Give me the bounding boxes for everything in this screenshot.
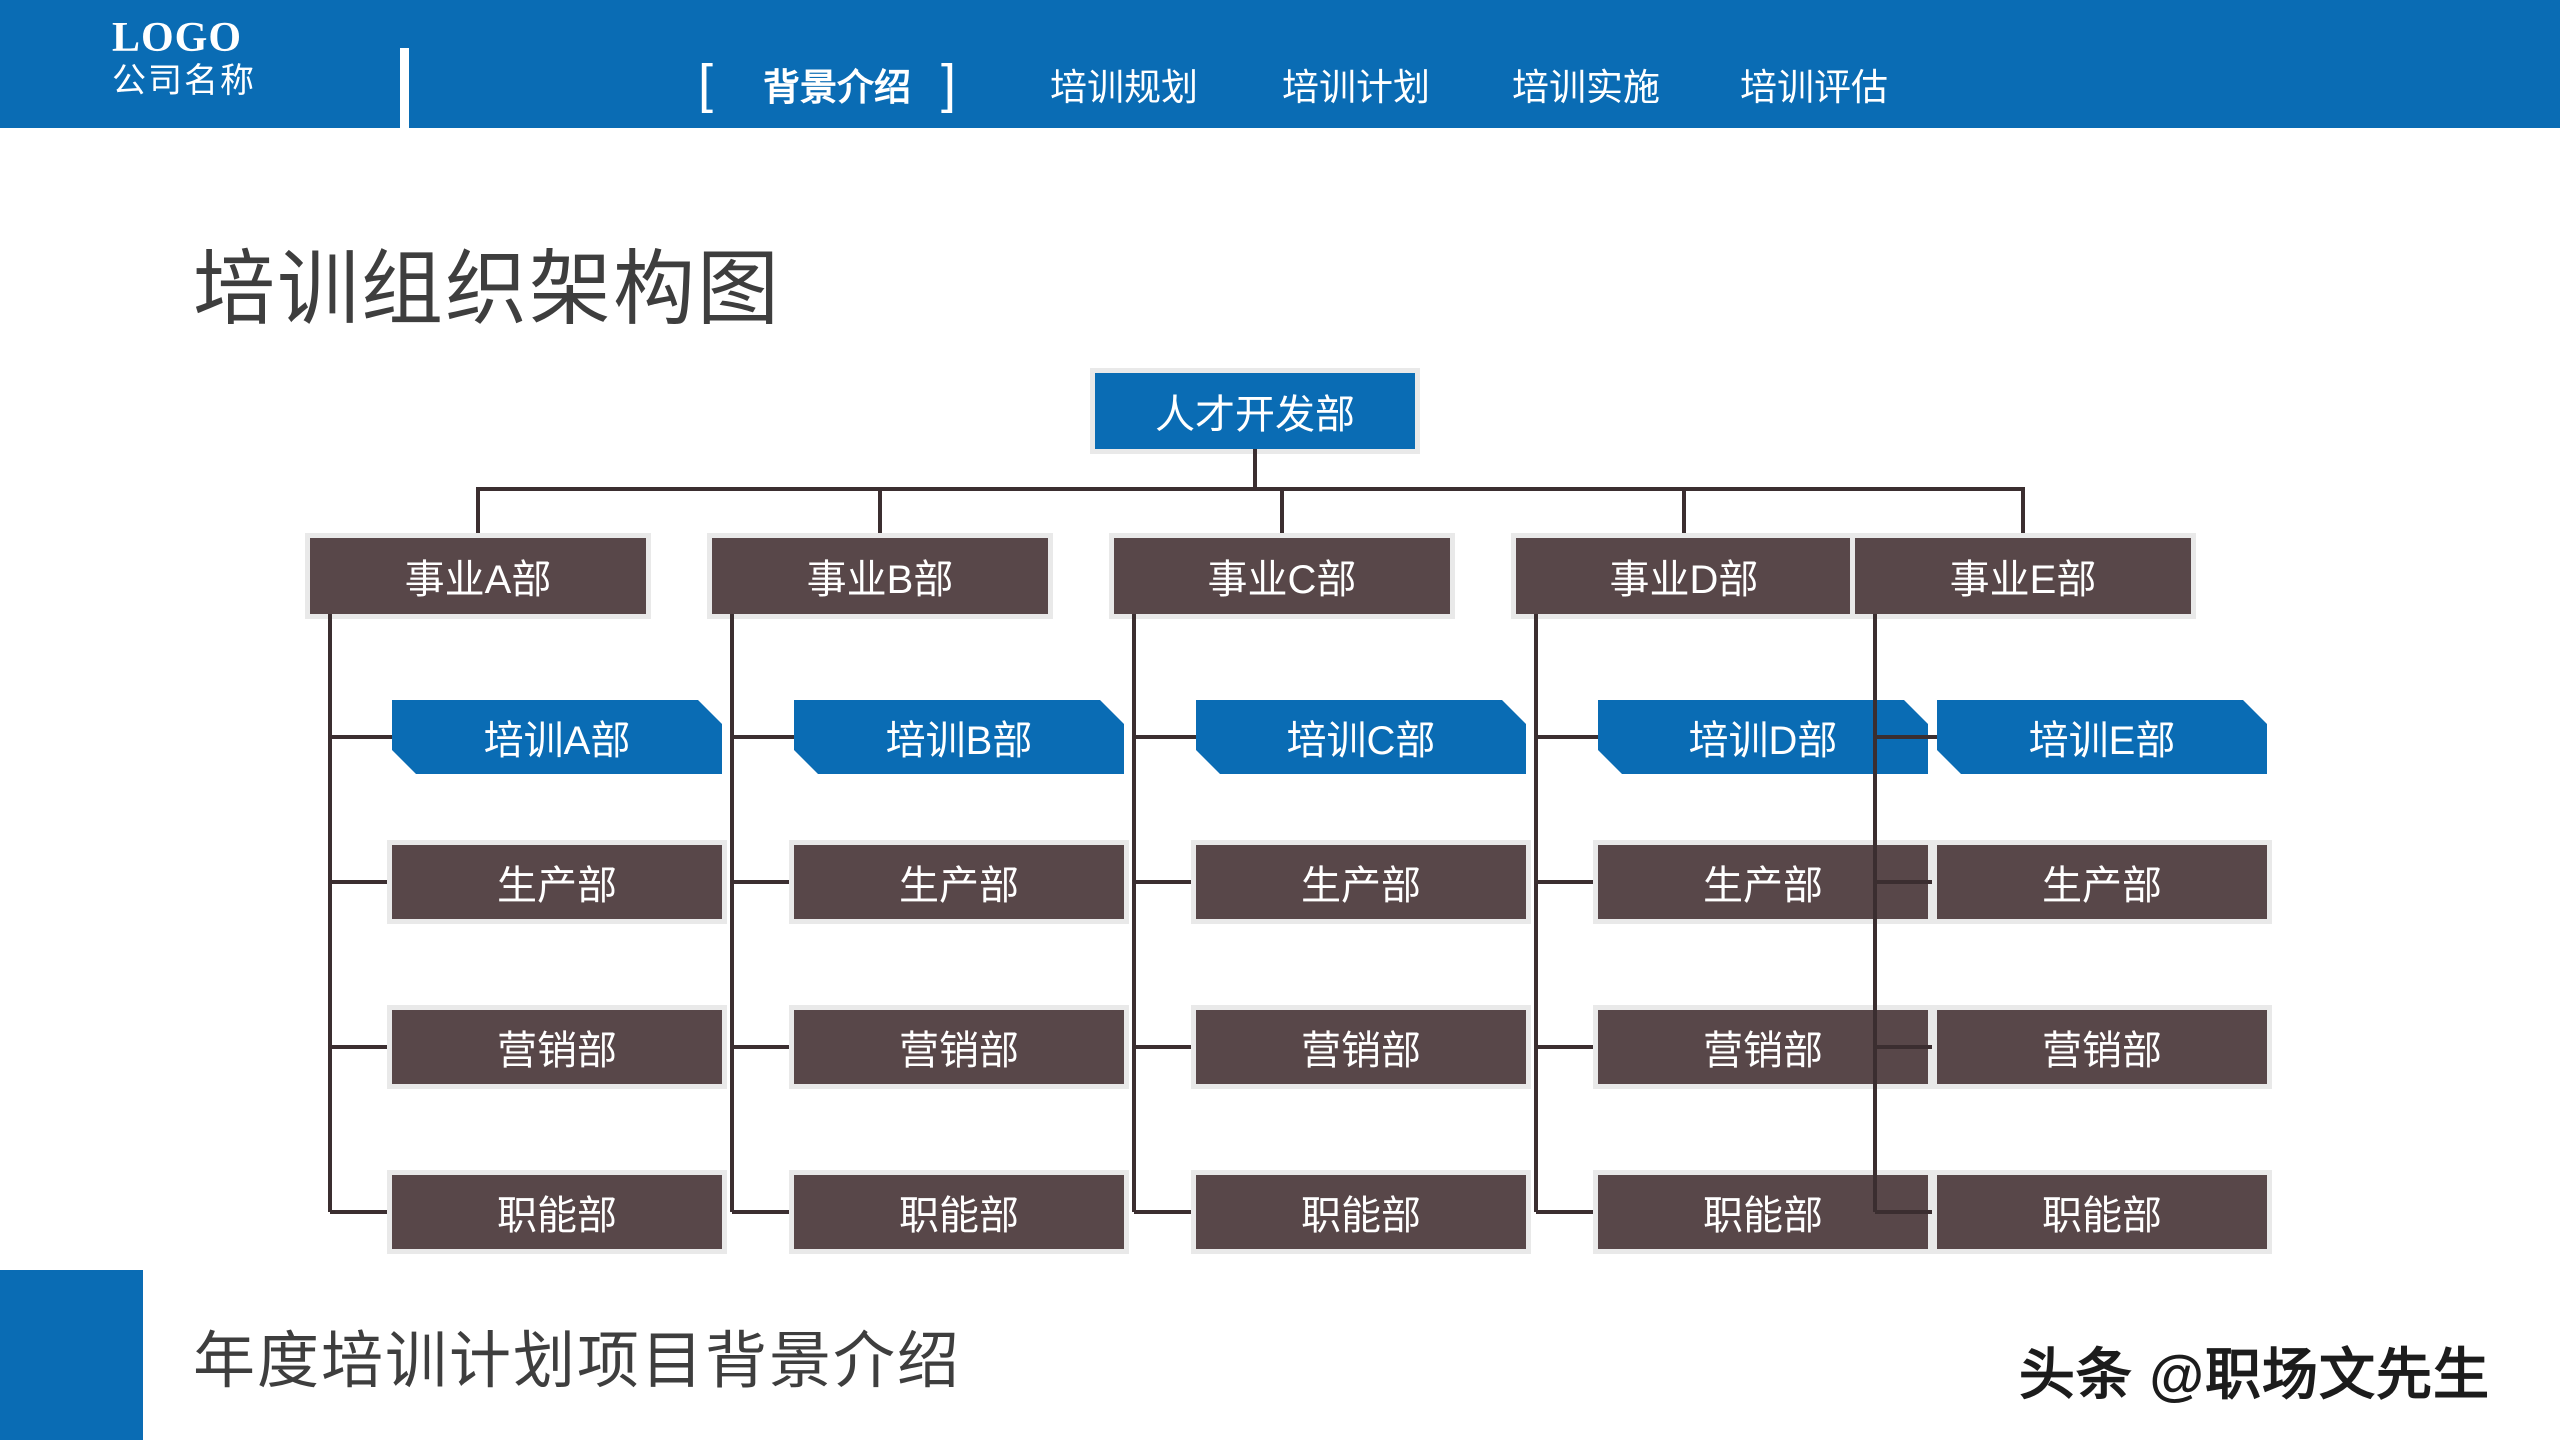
nav-menu: 背景介绍 [] 培训规划 培训计划 培训实施 培训评估: [650, 0, 2550, 128]
org-node-child-2-2: 生产部: [794, 845, 1124, 919]
connector-child-stub-3-3: [1134, 1045, 1196, 1049]
org-node-child-5-4: 职能部: [1937, 1175, 2267, 1249]
connector-dept-drop-5: [2021, 487, 2025, 538]
org-node-child-2-3: 营销部: [794, 1010, 1124, 1084]
org-node-child-1-3: 营销部: [392, 1010, 722, 1084]
org-node-department-1: 事业A部: [310, 538, 646, 614]
connector-child-stub-2-3: [732, 1045, 794, 1049]
org-node-child-3-1: 培训C部: [1196, 700, 1526, 774]
connector-horizontal-bus: [476, 487, 2025, 491]
connector-child-stub-1-2: [330, 880, 392, 884]
nav-item-1[interactable]: 背景介绍: [763, 67, 911, 108]
org-node-child-3-3: 营销部: [1196, 1010, 1526, 1084]
footer-accent-block: [0, 1270, 143, 1440]
nav-bracket-right-icon: ]: [941, 54, 957, 114]
connector-child-stub-5-4: [1875, 1210, 1937, 1214]
org-node-department-3: 事业C部: [1114, 538, 1450, 614]
top-navigation-bar: LOGO 公司名称 背景介绍 [] 培训规划 培训计划 培训实施 培训评估: [0, 0, 2560, 128]
org-node-child-1-1: 培训A部: [392, 700, 722, 774]
logo-text: LOGO: [112, 15, 243, 61]
org-node-child-3-4: 职能部: [1196, 1175, 1526, 1249]
org-node-child-1-4: 职能部: [392, 1175, 722, 1249]
company-name: 公司名称: [112, 62, 256, 101]
nav-item-3[interactable]: 培训计划: [1282, 67, 1430, 108]
org-node-child-5-3: 营销部: [1937, 1010, 2267, 1084]
connector-child-stub-4-4: [1536, 1210, 1598, 1214]
connector-dept-drop-4: [1682, 487, 1686, 538]
connector-spine-1: [328, 614, 332, 1212]
connector-spine-5: [1873, 614, 1877, 1212]
nav-item-2[interactable]: 培训规划: [1050, 67, 1198, 108]
nav-item-5[interactable]: 培训评估: [1740, 67, 1888, 108]
connector-child-stub-2-1: [732, 735, 794, 739]
connector-child-stub-1-1: [330, 735, 392, 739]
connector-child-stub-1-3: [330, 1045, 392, 1049]
connector-child-stub-3-1: [1134, 735, 1196, 739]
connector-child-stub-2-2: [732, 880, 794, 884]
connector-child-stub-4-2: [1536, 880, 1598, 884]
watermark-text: 头条 @职场文先生: [2018, 1343, 2490, 1406]
connector-dept-drop-2: [878, 487, 882, 538]
org-node-department-5: 事业E部: [1855, 538, 2191, 614]
brand-block: LOGO 公司名称: [112, 16, 352, 116]
connector-root-stem: [1253, 449, 1257, 487]
org-node-child-5-1: 培训E部: [1937, 700, 2267, 774]
connector-dept-drop-1: [476, 487, 480, 538]
nav-bracket-left-icon: [: [698, 54, 714, 114]
connector-child-stub-5-2: [1875, 880, 1937, 884]
connector-child-stub-1-4: [330, 1210, 392, 1214]
connector-child-stub-5-3: [1875, 1045, 1937, 1049]
org-node-department-4: 事业D部: [1516, 538, 1852, 614]
connector-dept-drop-3: [1280, 487, 1284, 538]
connector-child-stub-3-4: [1134, 1210, 1196, 1214]
brand-divider: [400, 48, 409, 128]
connector-child-stub-4-1: [1536, 735, 1598, 739]
org-node-child-2-1: 培训B部: [794, 700, 1124, 774]
page-title: 培训组织架构图: [193, 244, 782, 335]
footer-title: 年度培训计划项目背景介绍: [193, 1327, 962, 1396]
connector-child-stub-2-4: [732, 1210, 794, 1214]
org-node-department-2: 事业B部: [712, 538, 1048, 614]
org-node-child-3-2: 生产部: [1196, 845, 1526, 919]
org-node-root: 人才开发部: [1095, 373, 1415, 449]
connector-child-stub-3-2: [1134, 880, 1196, 884]
org-node-child-2-4: 职能部: [794, 1175, 1124, 1249]
nav-item-4[interactable]: 培训实施: [1512, 67, 1660, 108]
org-node-child-5-2: 生产部: [1937, 845, 2267, 919]
connector-spine-3: [1132, 614, 1136, 1212]
connector-spine-2: [730, 614, 734, 1212]
connector-spine-4: [1534, 614, 1538, 1212]
org-node-child-1-2: 生产部: [392, 845, 722, 919]
connector-child-stub-4-3: [1536, 1045, 1598, 1049]
connector-child-stub-5-1: [1875, 735, 1937, 739]
